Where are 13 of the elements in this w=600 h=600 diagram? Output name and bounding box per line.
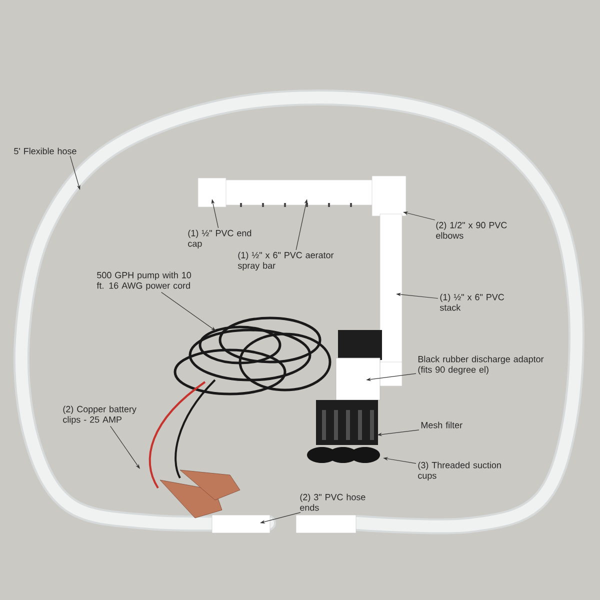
callout-label: (1) ½" x 6" PVC aerator spray bar — [238, 252, 334, 270]
callout-label: Black rubber discharge adaptor (fits 90 degree el) — [418, 356, 544, 375]
callout-label: (1) ½" x 6" PVC stack — [440, 294, 504, 311]
leader-arrow — [110, 426, 140, 469]
callout-label: (2) Copper battery clips - 25 AMP — [63, 406, 136, 425]
callout-label: (1) ½" PVC end cap — [188, 230, 252, 248]
callout-label: 5' Flexible hose — [14, 148, 76, 154]
callout-label: 500 GPH pump with 10 ft. 16 AWG power cord — [96, 272, 192, 290]
callout-label: (2) 1/2" x 90 PVC elbows — [436, 222, 507, 239]
callout-label: (2) 3" PVC hose ends — [300, 494, 366, 511]
leader-arrow — [161, 292, 216, 331]
callout-label: Mesh filter — [421, 422, 462, 428]
callout-label: (3) Threaded suction cups — [418, 462, 501, 481]
